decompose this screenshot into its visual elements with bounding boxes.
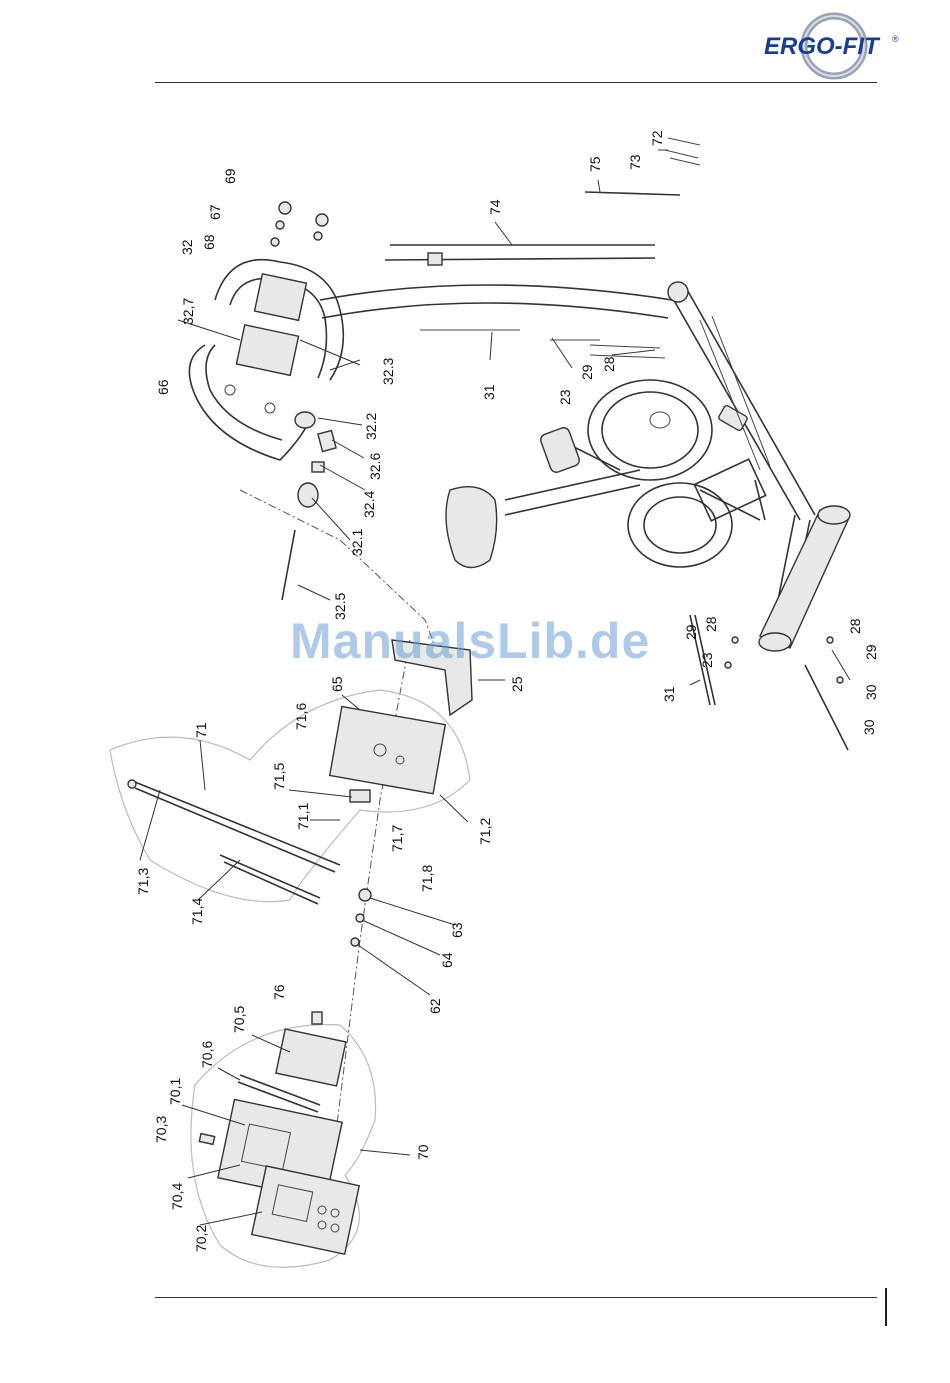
callout-28-lower: 28 (703, 616, 719, 632)
callout-71-5: 71,5 (271, 763, 287, 790)
callout-70-3: 70,3 (153, 1116, 169, 1143)
callout-23-upper: 23 (557, 389, 573, 405)
callout-71-1: 71,1 (295, 803, 311, 830)
callout-28-right: 28 (847, 618, 863, 634)
watermark: ManualsLib.de (290, 612, 650, 670)
callout-76: 76 (271, 984, 287, 1000)
callout-70: 70 (415, 1144, 431, 1160)
callout-67: 67 (207, 204, 223, 220)
callout-32-3: 32.3 (380, 358, 396, 385)
callout-32: 32 (179, 239, 195, 255)
callout-71-3: 71,3 (135, 868, 151, 895)
callout-71-4: 71,4 (189, 898, 205, 925)
callout-32-2: 32.2 (363, 413, 379, 440)
callout-32-1: 32.1 (349, 529, 365, 556)
callout-73: 73 (627, 154, 643, 170)
console-carrier-71 (110, 690, 470, 946)
callout-70-1: 70,1 (167, 1078, 183, 1105)
callout-74: 74 (487, 199, 503, 215)
callout-30-upper: 30 (863, 684, 879, 700)
callout-29-right: 29 (863, 644, 879, 660)
callout-68: 68 (201, 234, 217, 250)
callout-32-7: 32,7 (180, 298, 196, 325)
callout-29-lower: 29 (683, 624, 699, 640)
callout-71-6: 71,6 (293, 703, 309, 730)
callout-71-2: 71,2 (477, 818, 493, 845)
callout-23-lower: 23 (699, 652, 715, 668)
callout-66: 66 (155, 379, 171, 395)
part-callouts: 72 73 75 74 69 67 68 32 32,7 66 32.3 32.… (135, 130, 879, 1252)
callout-30-lower: 30 (861, 719, 877, 735)
callout-75: 75 (587, 156, 603, 172)
callout-71: 71 (193, 722, 209, 738)
callout-71-8: 71,8 (419, 865, 435, 892)
callout-70-4: 70,4 (169, 1183, 185, 1210)
callout-72: 72 (649, 130, 665, 146)
console-70 (191, 1012, 376, 1267)
handlebar-assembly (189, 202, 343, 600)
callout-29-upper: 29 (579, 364, 595, 380)
callout-70-6: 70,6 (199, 1041, 215, 1068)
callout-70-5: 70,5 (231, 1006, 247, 1033)
leader-lines (140, 150, 850, 1225)
callout-65: 65 (329, 676, 345, 692)
callout-32-6: 32.6 (367, 453, 383, 480)
callout-28-upper: 28 (601, 356, 617, 372)
callout-71-7: 71,7 (389, 825, 405, 852)
callout-31-lower: 31 (661, 686, 677, 702)
callout-62: 62 (427, 998, 443, 1014)
callout-70-2: 70,2 (193, 1225, 209, 1252)
callout-69: 69 (222, 168, 238, 184)
callout-25: 25 (509, 676, 525, 692)
callout-31-upper: 31 (481, 384, 497, 400)
callout-32-4: 32.4 (361, 491, 377, 518)
page-marker (885, 1288, 887, 1326)
callout-63: 63 (449, 922, 465, 938)
callout-64: 64 (439, 952, 455, 968)
footer-rule (155, 1297, 877, 1298)
